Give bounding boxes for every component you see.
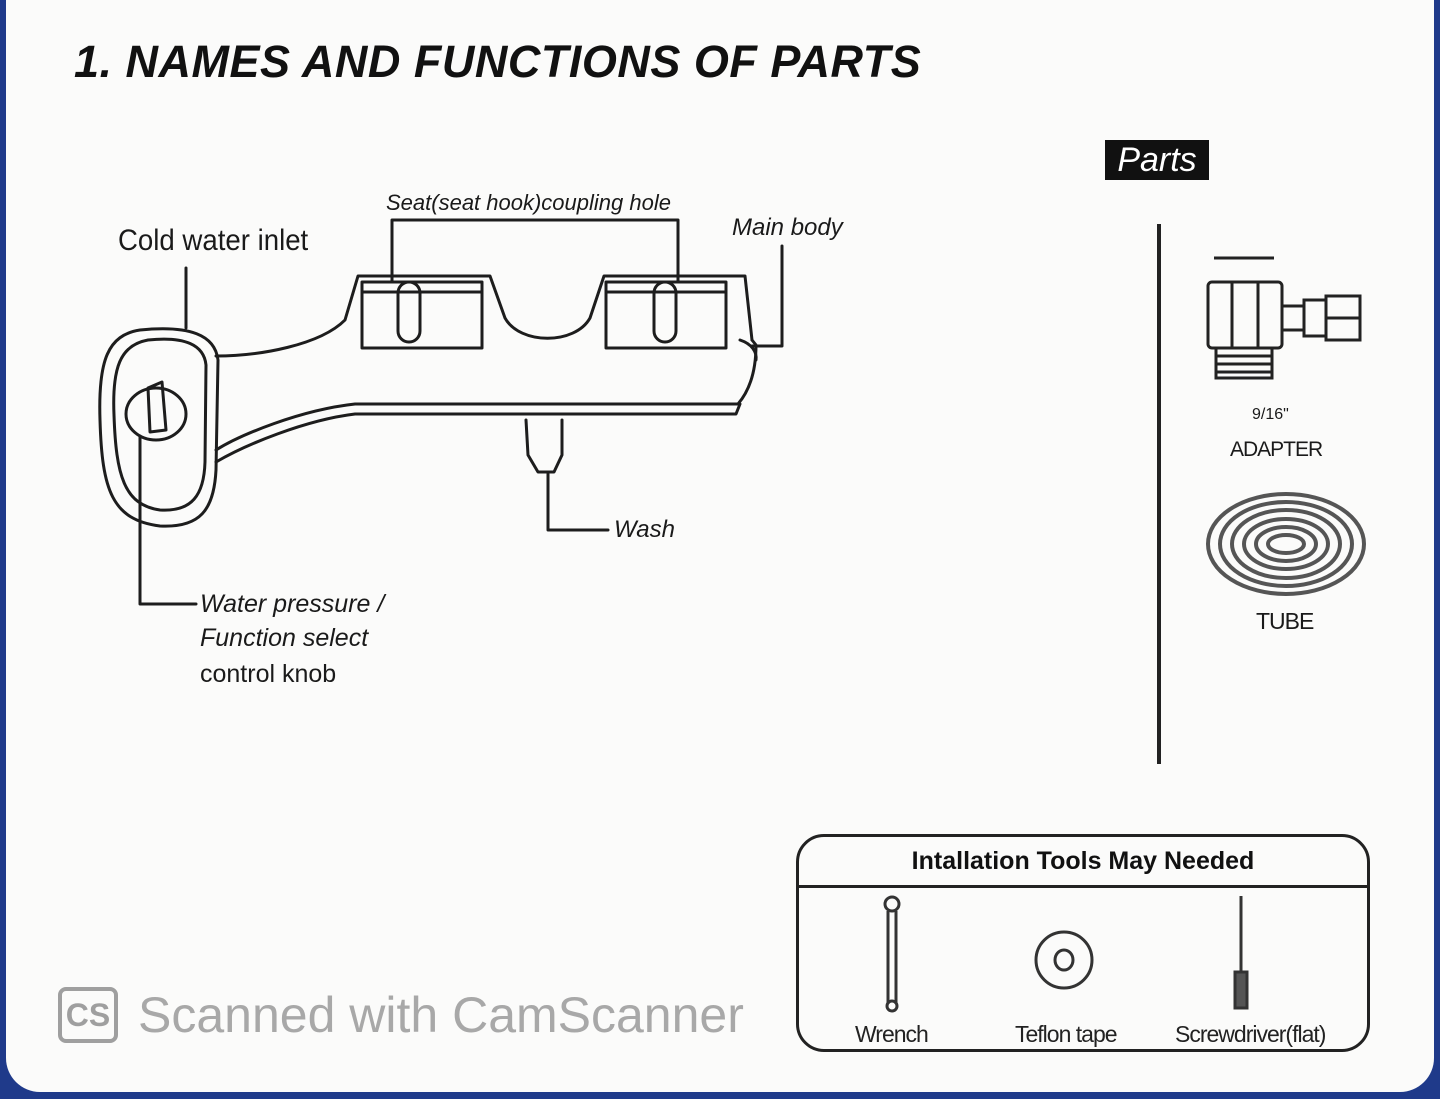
teflon-tape-icon (1034, 930, 1094, 990)
camscanner-text: Scanned with CamScanner (138, 987, 744, 1043)
tube-coil (1206, 492, 1366, 596)
adapter-size-label: 9/16" (1252, 406, 1289, 423)
inlet-housing-outline (98, 327, 220, 528)
tools-divider (799, 885, 1367, 888)
screwdriver-icon (1233, 896, 1249, 1010)
wash-nozzle (524, 418, 564, 474)
inlet-housing-inner (112, 337, 208, 512)
seat-hook-slot-right (652, 280, 678, 344)
label-main-body: Main body (732, 214, 843, 241)
adapter-valve (1302, 298, 1328, 338)
label-control-knob-line2: Function select (200, 624, 369, 652)
label-control-knob-line3: control knob (200, 660, 337, 688)
leader-wash (546, 472, 610, 532)
tool-label-screwdriver: Screwdriver(flat) (1175, 1021, 1326, 1047)
seat-hook-slot-left (396, 280, 422, 344)
parts-divider (1157, 224, 1161, 764)
tools-illustrations (883, 895, 1249, 1013)
tool-label-wrench: Wrench (855, 1021, 929, 1047)
body-top-edge (214, 274, 754, 358)
knob-grip (146, 380, 168, 434)
wrench-icon (883, 895, 901, 1013)
label-wash: Wash (614, 516, 675, 543)
control-knob (124, 386, 188, 442)
adapter-nut (1206, 280, 1284, 350)
manual-page (6, 0, 1434, 1092)
leader-main-body (750, 244, 784, 348)
seat-hook-housing-left (360, 280, 484, 350)
tube-label: TUBE (1256, 608, 1314, 634)
page-title: 1. NAMES AND FUNCTIONS OF PARTS (74, 36, 922, 87)
body-bottom-lip (214, 402, 742, 464)
camscanner-watermark: CS Scanned with CamScanner (58, 986, 744, 1044)
body-right-edge (738, 338, 758, 362)
camscanner-logo: CS (58, 987, 118, 1043)
adapter-label: ADAPTER (1230, 438, 1323, 461)
label-control-knob-line1: Water pressure / (200, 590, 385, 618)
tools-heading: Intallation Tools May Needed (911, 847, 1255, 875)
label-cold-water-inlet: Cold water inlet (118, 224, 309, 257)
label-seat-hook-coupling-hole: Seat(seat hook)coupling hole (386, 190, 671, 215)
tool-label-teflon-tape: Teflon tape (1015, 1021, 1118, 1047)
leader-seat-hook (390, 218, 680, 284)
installation-tools-box: Intallation Tools May Needed Wrench Tefl… (796, 834, 1370, 1052)
adapter-stem (1280, 304, 1306, 332)
parts-heading: Parts (1105, 140, 1209, 180)
body-bottom-edge (214, 338, 758, 452)
leader-control-knob (138, 434, 198, 606)
